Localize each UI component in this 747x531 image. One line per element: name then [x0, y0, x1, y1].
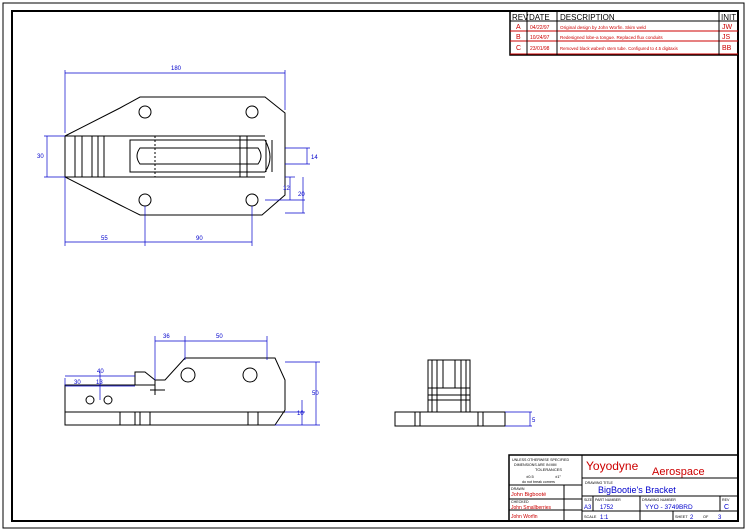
- drawing-number: YYO - 3749BRD: [645, 504, 693, 511]
- rev-row-a-desc: Original design by John Worfin. Skim wel…: [560, 25, 646, 30]
- tolerances-label: TOLERANCES: [535, 467, 562, 472]
- checked-label: CHECKED: [511, 500, 529, 504]
- rev-row-c-desc: Removed black wabesh stem tube. Configur…: [560, 46, 678, 51]
- drawing-title: BigBootie's Bracket: [598, 485, 676, 495]
- front-view: [64, 357, 286, 426]
- top-view-slot: [129, 139, 271, 173]
- rev-row-a-init: JW: [722, 24, 733, 31]
- dim-front-b: 50: [216, 334, 223, 340]
- rev-row-b-desc: Redesigned lobe-a tongue. Replaced flux …: [560, 35, 663, 40]
- dim-front-small: 10: [297, 411, 304, 417]
- size-label: SIZE: [584, 498, 593, 502]
- tol-linear: ±0.5: [526, 474, 535, 479]
- top-view-outline: [64, 96, 286, 216]
- drawn-label: DRAWN: [511, 487, 525, 491]
- dim-front-c: 40: [97, 369, 104, 375]
- title-block: UNLESS OTHERWISE SPECIFIED DIMENSIONS AR…: [508, 454, 739, 522]
- hole-top-right: [245, 105, 259, 119]
- size-value: A3: [584, 505, 592, 511]
- dim-right-offset-b: 20: [298, 192, 305, 198]
- rev-row-c-init: BB: [722, 45, 732, 52]
- sheet-of: OF: [703, 515, 709, 519]
- inner-border: [11, 10, 739, 522]
- notes-title: UNLESS OTHERWISE SPECIFIED: [512, 458, 569, 462]
- dim-bottom-left: 55: [101, 236, 108, 242]
- dim-top-overall: 180: [171, 66, 182, 72]
- dim-front-d: 30: [74, 380, 81, 386]
- rev-header: REV: [512, 13, 529, 22]
- front-hole-left: [180, 367, 196, 383]
- rev-value: C: [724, 504, 729, 511]
- init-header: INIT: [721, 13, 736, 22]
- rev-row-b-date: 10/24/97: [530, 35, 550, 41]
- dim-front-height: 50: [312, 391, 319, 397]
- hole-bottom-right: [245, 193, 259, 207]
- hole-top-left: [138, 105, 152, 119]
- part-label: PART NUMBER: [595, 498, 621, 502]
- part-value: 1752: [600, 505, 614, 511]
- drawing-title-label: DRAWING TITLE: [585, 481, 614, 485]
- sheet-label: SHEET: [675, 515, 688, 519]
- rev-row-c-rev: C: [516, 45, 521, 52]
- dim-slot-width: 14: [311, 155, 318, 161]
- break-edges-note: do not break corners: [522, 480, 555, 484]
- front-small-hole-a: [85, 395, 95, 405]
- scale-label: SCALE: [584, 515, 597, 519]
- rev-label: REV: [722, 498, 730, 502]
- drawing-number-label: DRAWING NUMBER: [642, 498, 676, 502]
- front-view-dimensions: 36 50 40 30 13 50 10: [64, 334, 320, 426]
- company-first: Yoyodyne: [586, 459, 639, 473]
- rev-row-c-date: 23/01/98: [530, 46, 550, 52]
- company-second: Aerospace: [652, 466, 705, 478]
- checked-by: John Smallberries: [511, 505, 552, 511]
- hole-bottom-left: [138, 193, 152, 207]
- dim-side-small: 5: [532, 418, 536, 424]
- tol-angular: ±1°: [555, 474, 561, 479]
- side-view-base: [394, 411, 506, 427]
- scale-value: 1:1: [600, 515, 609, 521]
- drawn-by: John Bigbooté: [511, 492, 546, 498]
- rev-row-b-init: JS: [722, 34, 731, 41]
- approved-by: John Worfin: [511, 514, 538, 520]
- dim-bottom-mid: 90: [196, 236, 203, 242]
- sheet-value: 2: [690, 515, 694, 521]
- front-hole-right: [242, 367, 258, 383]
- description-header: DESCRIPTION: [560, 13, 615, 22]
- top-view-dimensions: 180 30 14 12 20 55 90: [37, 66, 318, 246]
- top-view-inner-slot: [136, 147, 262, 165]
- rev-row-a-rev: A: [516, 24, 521, 31]
- side-view: [394, 359, 506, 427]
- dim-left-height: 30: [37, 154, 44, 160]
- dim-front-a: 36: [163, 334, 170, 340]
- notes-sub: DIMENSIONS ARE IN MM: [514, 463, 557, 467]
- side-view-dimensions: 5: [505, 411, 536, 427]
- date-header: DATE: [529, 13, 550, 22]
- sheet-total: 3: [718, 515, 722, 521]
- rev-row-a-date: 04/22/97: [530, 25, 550, 31]
- rev-row-b-rev: B: [516, 34, 521, 41]
- dim-front-e: 13: [96, 380, 103, 386]
- top-view: [64, 96, 286, 216]
- front-small-hole-b: [103, 395, 113, 405]
- dim-right-offset-a: 12: [283, 186, 290, 192]
- revision-table: REV DATE DESCRIPTION INIT A 04/22/97 Ori…: [509, 10, 739, 56]
